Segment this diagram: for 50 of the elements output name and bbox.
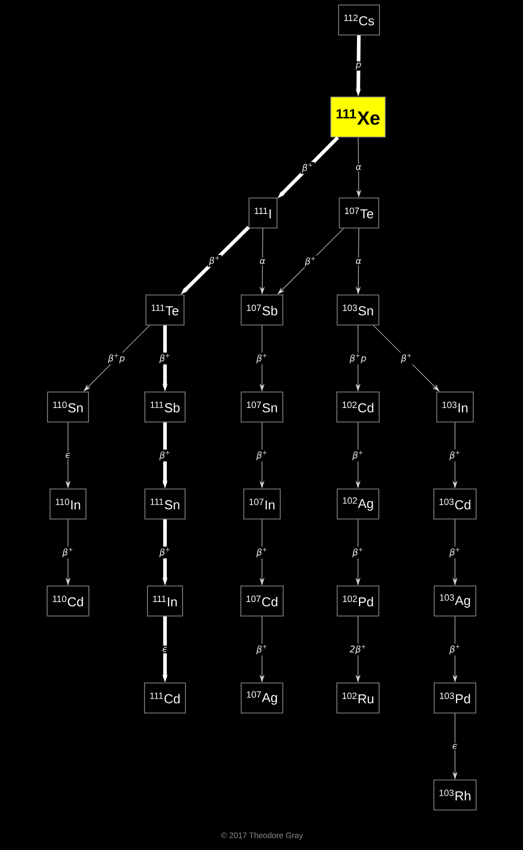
edge-label: β$^{+}$	[255, 546, 269, 558]
nuclide-box: $^{103}$In	[436, 392, 474, 422]
nuclide-box: $^{111}$Sn	[144, 488, 186, 520]
edge-label: β$^{+}$	[300, 162, 314, 174]
nuclide-box: $^{103}$Rh	[433, 780, 477, 810]
nuclide-box: $^{110}$Sn	[47, 392, 89, 422]
nuclide-box: $^{102}$Ru	[336, 682, 380, 714]
nuclide-box: $^{103}$Ag	[434, 586, 476, 616]
nuclide-box: $^{111}$Sb	[144, 392, 186, 422]
edge-label: β$^{+}$	[448, 546, 462, 558]
nuclide-box: $^{102}$Pd	[336, 586, 380, 616]
edge-label: ϵ	[64, 452, 72, 460]
edge-label: β$^{+}$	[158, 450, 172, 462]
nuclide-box: $^{107}$Sb	[240, 294, 284, 326]
nuclide-box: $^{107}$Te	[338, 198, 380, 228]
nuclide-box: $^{111}$Cd	[144, 682, 186, 714]
nuclide-box: $^{112}$Cs	[338, 4, 380, 36]
edge-label: β$^{+}$	[448, 450, 462, 462]
edge-label: β$^{+}$	[255, 644, 269, 656]
edge-label: β$^{+}$p	[348, 352, 368, 364]
edge-label: β$^{+}$	[158, 546, 172, 558]
edge-label: β$^{+}$	[255, 450, 269, 462]
edge-label: 2β$^{+}$	[348, 644, 368, 656]
nuclide-box: $^{102}$Ag	[336, 488, 380, 520]
edge-label: β$^{+}$	[255, 352, 269, 364]
nuclide-box: $^{110}$In	[50, 488, 86, 520]
edge-label: ϵ	[161, 646, 169, 654]
edge-label: β$^{+}$	[351, 546, 365, 558]
edge-label: β$^{+}$	[400, 352, 414, 364]
edge-label: β$^{+}$	[448, 644, 462, 656]
nuclide-box: $^{107}$In	[243, 488, 281, 520]
edge-label: β$^{+}$p	[106, 352, 126, 364]
nuclide-box: $^{103}$Pd	[434, 682, 476, 714]
edge-label: β$^{+}$	[304, 256, 318, 268]
nuclide-box: $^{107}$Sn	[240, 392, 284, 422]
edge-label: β$^{+}$	[351, 450, 365, 462]
nuclide-box: $^{103}$Sn	[336, 294, 380, 326]
edge-label: ϵ	[451, 742, 459, 750]
nuclide-box: $^{111}$I	[248, 198, 278, 228]
nuclide-box: $^{111}$Te	[146, 294, 184, 326]
nuclide-box: $^{111}$Xe	[330, 96, 386, 138]
copyright-note: © 2017 Theodore Gray	[221, 832, 303, 840]
nuclide-box: $^{107}$Cd	[240, 586, 284, 616]
nuclide-box: $^{103}$Cd	[433, 488, 477, 520]
nuclide-box: $^{102}$Cd	[336, 392, 380, 422]
edge-label: β$^{+}$	[61, 546, 75, 558]
nuclide-box: $^{111}$In	[147, 586, 183, 616]
nuclide-box: $^{107}$Ag	[240, 682, 284, 714]
nuclide-box: $^{110}$Cd	[46, 586, 90, 616]
edge-label: β$^{+}$	[158, 352, 172, 364]
